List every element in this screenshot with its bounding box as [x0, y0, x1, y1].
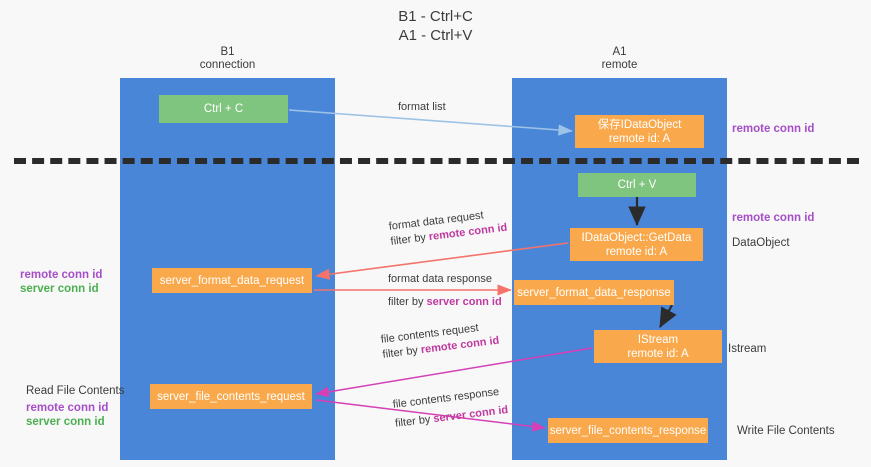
edge-label-fdresp-prefix: filter by: [388, 296, 427, 308]
edge-label-fcresp-key: server conn id: [432, 403, 509, 426]
lane-header-a1: A1 remote: [512, 46, 727, 72]
edge-label-file-contents-response: file contents response filter by server …: [392, 384, 509, 432]
annotation-left-server-conn-id: server conn id: [20, 283, 99, 295]
edge-label-format-data-response: format data response filter by server co…: [388, 272, 502, 310]
title-line-2: A1 - Ctrl+V: [398, 27, 473, 44]
annotation-remote-conn-id-top: remote conn id: [732, 123, 815, 135]
node-sfdreq-label: server_format_data_request: [159, 274, 305, 287]
node-idataobject-name: IDataObject: [620, 119, 682, 131]
annotation-read-file-contents: Read File Contents: [26, 385, 125, 397]
phase-divider: [14, 158, 859, 164]
annotation-left-remote-conn-id-2: remote conn id: [26, 402, 109, 414]
lane-header-b1-name: B1: [220, 46, 235, 58]
node-istream-label: IStream: [637, 333, 679, 346]
lane-header-a1-role: remote: [601, 59, 638, 71]
node-idataobject-label: 保存IDataObject: [598, 117, 682, 132]
edge-label-fcresp-prefix: filter by: [394, 413, 435, 430]
lane-header-b1: B1 connection: [120, 46, 335, 72]
node-getdata-sub: remote id: A: [605, 245, 668, 258]
node-ctrl-v[interactable]: Ctrl + V: [578, 173, 696, 197]
page-title: B1 - Ctrl+C A1 - Ctrl+V: [0, 7, 871, 45]
annotation-remote-conn-id-mid: remote conn id: [732, 212, 815, 224]
edge-label-format-list-text: format list: [398, 101, 446, 113]
node-ctrl-c[interactable]: Ctrl + C: [159, 95, 288, 123]
node-sfcreq-label: server_file_contents_request: [157, 390, 305, 403]
node-idataobject[interactable]: 保存IDataObject remote id: A: [575, 115, 704, 148]
title-line-1: B1 - Ctrl+C: [398, 8, 473, 25]
node-server-file-contents-response[interactable]: server_file_contents_response: [548, 418, 708, 443]
edge-label-format-list: format list: [398, 100, 446, 115]
node-idataobject-getdata[interactable]: IDataObject::GetData remote id: A: [570, 228, 703, 261]
annotation-write-file-contents: Write File Contents: [737, 425, 835, 437]
edge-label-fdresp-line1: format data response: [388, 273, 492, 285]
edge-label-fcreq-prefix: filter by: [381, 344, 422, 361]
node-sfcresp-label: server_file_contents_response: [549, 424, 707, 437]
node-getdata-label: IDataObject::GetData: [581, 231, 692, 244]
annotation-istream: Istream: [728, 343, 767, 355]
annotation-dataobject: DataObject: [732, 237, 790, 249]
edge-label-format-data-request: format data request filter by remote con…: [388, 206, 508, 250]
node-idataobject-prefix: 保存: [597, 117, 621, 131]
lane-header-a1-name: A1: [612, 46, 627, 58]
node-ctrl-c-label: Ctrl + C: [203, 103, 244, 115]
annotation-left-server-conn-id-2: server conn id: [26, 416, 105, 428]
edge-label-fdresp-key: server conn id: [426, 296, 502, 308]
edge-label-fdresp-line2: filter by server conn id: [388, 295, 502, 310]
node-server-file-contents-request[interactable]: server_file_contents_request: [150, 384, 312, 409]
node-istream[interactable]: IStream remote id: A: [594, 330, 722, 363]
annotation-left-conn-ids-2: remote conn id server conn id: [26, 401, 108, 429]
node-server-format-data-response[interactable]: server_format_data_response: [514, 280, 674, 305]
edge-label-file-contents-request: file contents request filter by remote c…: [380, 319, 500, 363]
node-idataobject-sub: remote id: A: [608, 133, 671, 145]
node-ctrl-v-label: Ctrl + V: [617, 179, 657, 191]
node-istream-sub: remote id: A: [627, 347, 689, 360]
edge-label-fdreq-prefix: filter by: [389, 231, 430, 248]
lane-header-b1-role: connection: [199, 59, 256, 71]
node-server-format-data-request[interactable]: server_format_data_request: [152, 268, 312, 293]
node-sfdresp-label: server_format_data_response: [517, 286, 671, 299]
annotation-left-remote-conn-id: remote conn id: [20, 269, 103, 281]
annotation-left-conn-ids: remote conn id server conn id: [20, 268, 102, 296]
